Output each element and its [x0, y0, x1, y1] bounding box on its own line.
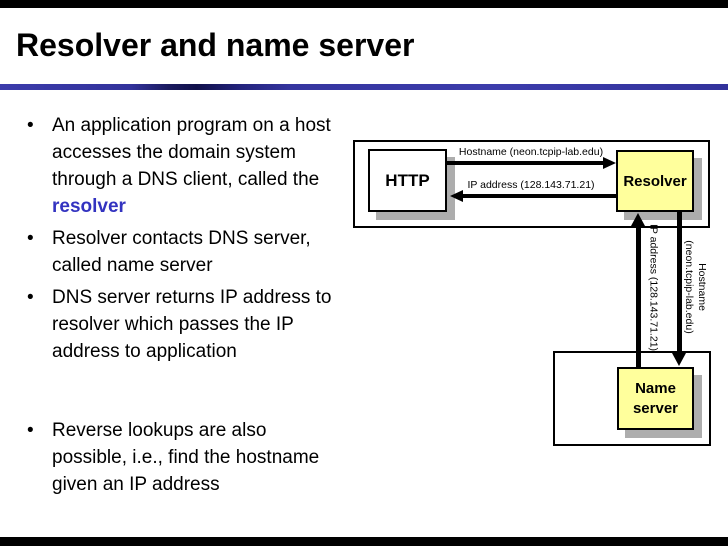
bullet-marker-icon: • [27, 420, 34, 441]
http-box: HTTP [368, 149, 447, 212]
bullet-line: possible, i.e., find the hostname [52, 447, 320, 468]
bullet-marker-icon: • [27, 287, 34, 308]
bullet-line: An application program on a host [52, 115, 331, 136]
hostname-down-label-line2: (neon.tcpip-lab.edu) [683, 240, 695, 334]
bullet-marker-icon: • [27, 228, 34, 249]
hostname-arrow-label: Hostname (neon.tcpip-lab.edu) [458, 146, 604, 158]
hostname-down-arrow-label: Hostname (neon.tcpip-lab.edu) [682, 236, 708, 338]
ip-address-arrow [463, 194, 616, 198]
bullet-line: called name server [52, 255, 213, 276]
bullet-list: • An application program on a host accesse… [20, 112, 360, 503]
hostname-down-arrowhead-icon [672, 353, 686, 366]
top-bar [0, 0, 728, 8]
bullet-line: given an IP address [52, 474, 220, 495]
hostname-down-arrow [677, 212, 682, 353]
bullet-text: Reverse lookups are also possible, i.e., … [52, 417, 319, 498]
hostname-arrow [447, 161, 603, 165]
nameserver-box-label-line2: server [632, 399, 679, 417]
ip-address-arrow-label: IP address (128.143.71.21) [467, 179, 595, 191]
nameserver-box: Name server [617, 367, 694, 430]
bullet-text: DNS server returns IP address to resolver… [52, 284, 331, 365]
bullet-marker-icon: • [27, 115, 34, 136]
bullet-line-emphasis: resolver [52, 196, 126, 217]
bullet-line: address to application [52, 341, 237, 362]
bullet-line: resolver which passes the IP [52, 314, 294, 335]
bullet-line: Reverse lookups are also [52, 420, 267, 441]
bullet-item: • Resolver contacts DNS server, called nam… [20, 225, 360, 279]
bullet-line: through a DNS client, called the [52, 169, 320, 190]
bullet-item: • An application program on a host accesse… [20, 112, 360, 220]
bullet-item: • Reverse lookups are also possible, i.e.,… [20, 417, 360, 498]
hostname-arrowhead-icon [603, 157, 616, 169]
http-box-label: HTTP [385, 170, 430, 190]
nameserver-box-label-line1: Name [635, 379, 676, 397]
ip-address-arrowhead-icon [450, 190, 463, 202]
resolver-box: Resolver [616, 150, 694, 212]
bullet-item: • DNS server returns IP address to resolve… [20, 284, 360, 365]
hostname-down-label-line1: Hostname [696, 263, 708, 311]
bullet-text: An application program on a host accesses… [52, 112, 331, 220]
resolver-box-label: Resolver [623, 172, 687, 190]
bullet-line: accesses the domain system [52, 142, 296, 163]
bottom-bar [0, 537, 728, 546]
title-underline [0, 84, 728, 90]
page-title: Resolver and name server [16, 27, 415, 63]
ip-up-arrow [636, 226, 641, 367]
bullet-line: Resolver contacts DNS server, [52, 228, 311, 249]
bullet-line: DNS server returns IP address to [52, 287, 332, 308]
ip-up-arrowhead-icon [631, 213, 645, 226]
ip-up-arrow-label: IP address (128.143.71.21) [647, 223, 660, 352]
bullet-text: Resolver contacts DNS server, called name… [52, 225, 311, 279]
